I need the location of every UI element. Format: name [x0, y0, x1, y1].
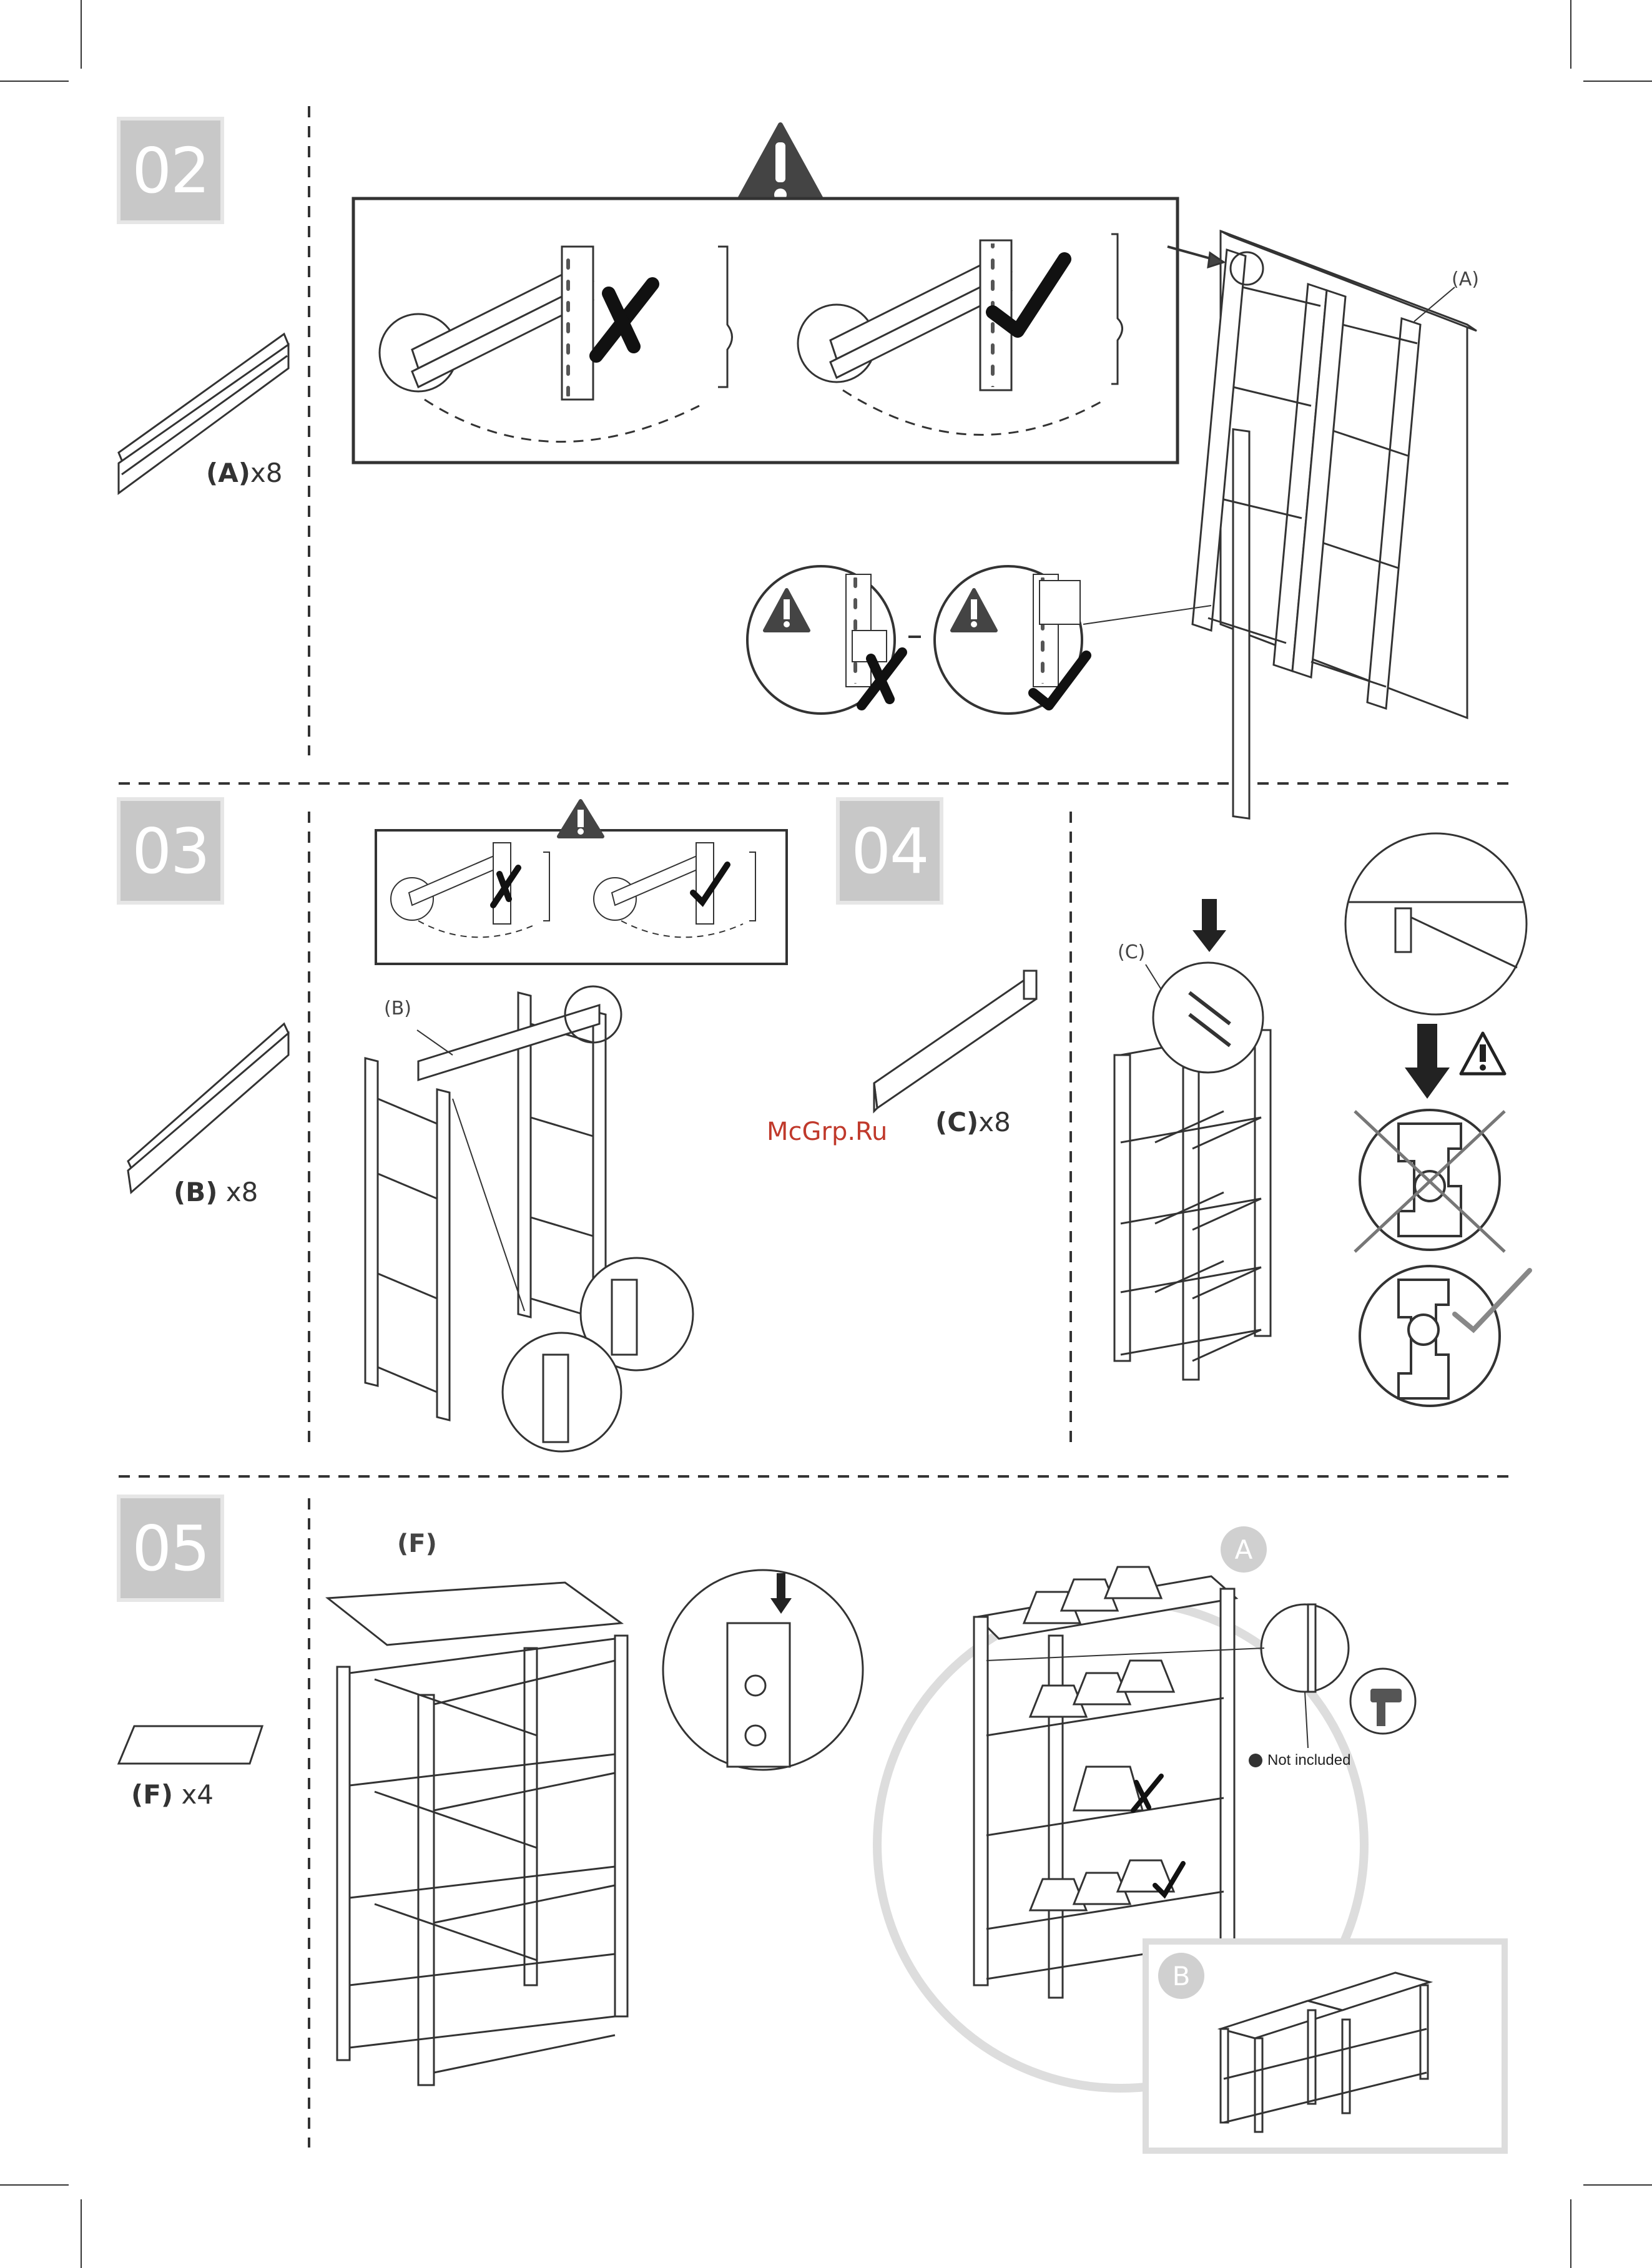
part-f-count: x4 [173, 1779, 214, 1810]
shelf-frame-with-beams [1114, 963, 1271, 1380]
not-included-text: Not included [1267, 1752, 1350, 1769]
warning-icon [735, 125, 826, 208]
option-badge-a: A [1221, 1526, 1267, 1573]
callout-label-b: (B) [384, 998, 411, 1019]
down-arrow-icon [1405, 1024, 1450, 1099]
warning-icon [559, 801, 602, 837]
option-badge-b: B [1158, 1953, 1204, 1999]
pegging-detail-circles [747, 566, 1211, 714]
callout-label-a: (A) [1452, 268, 1479, 290]
shelf-panel-f-part [119, 1726, 262, 1764]
shelf-unit-with-panels [328, 1570, 863, 2085]
beam-seat-detail [1345, 833, 1527, 1014]
part-a-label: (A) [206, 458, 250, 488]
step-number-05: 05 [120, 1498, 220, 1598]
part-b-quantity: (B) x8 [174, 1177, 258, 1207]
step-number-04: 04 [840, 801, 940, 901]
part-b-count: x8 [217, 1177, 258, 1207]
watermark: McGrp.Ru [767, 1117, 887, 1146]
warning-detail-box-small [376, 830, 787, 964]
not-included-note: Not included [1249, 1752, 1350, 1769]
part-c-quantity: (C)x8 [935, 1107, 1011, 1137]
part-c-count: x8 [978, 1107, 1011, 1137]
part-a-quantity: (A)x8 [206, 458, 282, 488]
callout-label-f: (F) [397, 1529, 437, 1558]
warning-icon [1461, 1033, 1505, 1074]
step-number-03: 03 [120, 801, 220, 901]
part-b-label: (B) [174, 1177, 217, 1207]
not-included-icon [1249, 1754, 1262, 1767]
part-a-count: x8 [250, 458, 283, 488]
step-number-02: 02 [120, 120, 220, 220]
down-arrow-icon [1192, 899, 1226, 952]
part-f-quantity: (F) x4 [131, 1779, 214, 1810]
part-c-label: (C) [935, 1107, 978, 1137]
beam-c-part [874, 971, 1036, 1111]
beam-b-part [128, 1024, 288, 1192]
part-f-label: (F) [131, 1779, 173, 1810]
callout-label-c: (C) [1118, 941, 1145, 963]
frames-with-beam-b [365, 986, 693, 1451]
correct-slot-detail [1360, 1266, 1500, 1406]
frames-against-wall [1168, 231, 1477, 818]
